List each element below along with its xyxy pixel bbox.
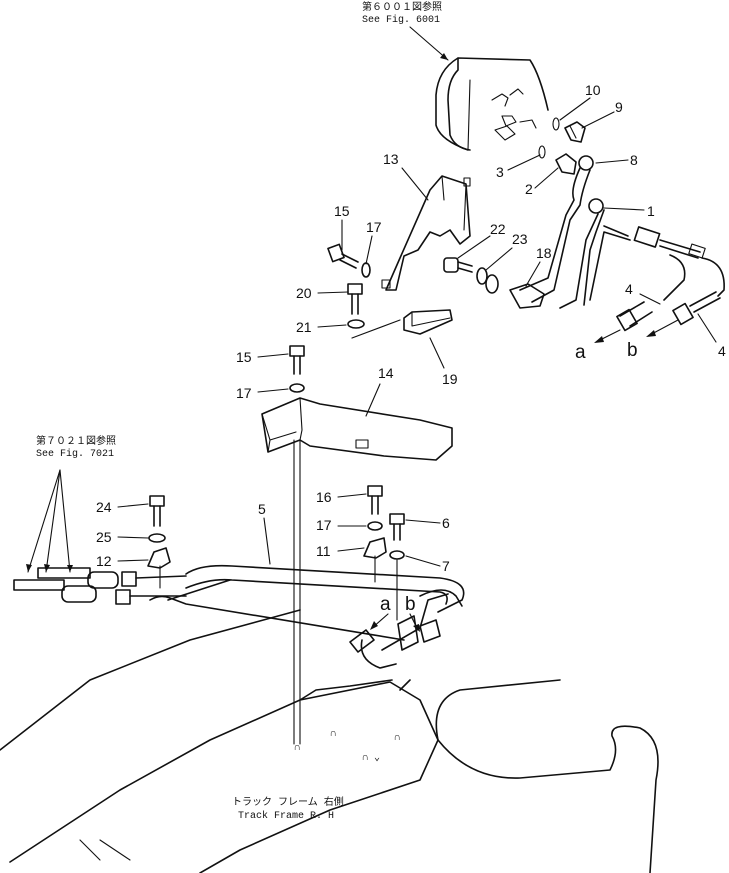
clamp-11 [363, 537, 387, 559]
leader-vertical [293, 439, 301, 745]
label-2: 2 [525, 181, 533, 197]
label-13: 13 [383, 151, 399, 167]
frame-mark-4: ∩ ⌄ [362, 753, 380, 764]
plate-19 [351, 309, 453, 339]
label-21: 21 [296, 319, 312, 335]
cover-14 [261, 397, 453, 461]
label-10: 10 [585, 82, 601, 98]
ref-fig7021-jp: 第７０２１図参照 [36, 434, 116, 448]
fitting-9-elbow [564, 121, 586, 143]
label-4-lower: 4 [718, 343, 726, 359]
washer-17-upper [361, 262, 371, 278]
clamp-12 [147, 547, 171, 569]
label-17-mid: 17 [236, 385, 252, 401]
washer-17-lower [367, 521, 383, 531]
label-12: 12 [96, 553, 112, 569]
label-3: 3 [496, 164, 504, 180]
ref-fig6001-en: See Fig. 6001 [362, 14, 440, 26]
label-15-upper: 15 [334, 203, 350, 219]
label-1: 1 [647, 203, 655, 219]
label-19: 19 [442, 371, 458, 387]
label-16: 16 [316, 489, 332, 505]
label-4-upper: 4 [625, 281, 633, 297]
arrow-a-top [594, 329, 621, 343]
clamp-18 [509, 283, 545, 309]
label-6: 6 [442, 515, 450, 531]
bolt-22 [443, 257, 473, 273]
conn-a-bottom: a [380, 594, 391, 615]
label-18: 18 [536, 245, 552, 261]
hose-4-upper [633, 226, 725, 301]
bolt-15-lower [289, 345, 305, 375]
label-17-upper: 17 [366, 219, 382, 235]
conn-a-top: a [575, 342, 586, 363]
fitting-2-elbow [555, 153, 577, 175]
fitting-3-oring [538, 145, 546, 159]
label-17-lower: 17 [316, 517, 332, 533]
bolt-20 [347, 283, 363, 315]
washer-25 [148, 533, 166, 543]
bracket-13 [381, 175, 471, 291]
arrow-b-bottom [409, 613, 420, 632]
bolt-15-upper [327, 243, 359, 269]
part-labels: 10 9 8 3 2 1 13 15 17 22 23 18 20 21 4 4… [96, 82, 726, 574]
label-15-lower: 15 [236, 349, 252, 365]
ref-arrow-7021 [26, 469, 73, 573]
label-24: 24 [96, 499, 112, 515]
label-8: 8 [630, 152, 638, 168]
conn-b-top: b [627, 340, 638, 361]
label-22: 22 [490, 221, 506, 237]
hose-left [13, 567, 187, 605]
arrow-b-top [646, 319, 679, 337]
fitting-10-oring [552, 117, 560, 131]
label-11: 11 [316, 543, 331, 559]
label-7: 7 [442, 558, 450, 574]
label-5: 5 [258, 501, 266, 517]
bolt-6 [389, 513, 405, 541]
frame-mark-1: ∩ [294, 743, 300, 754]
frame-mark-2: ∩ [330, 729, 336, 740]
fitting-8-nut [578, 155, 594, 171]
bolt-16 [367, 485, 383, 515]
ref-fig6001-jp: 第６００１図参照 [362, 0, 442, 14]
bolt-24 [149, 495, 165, 527]
label-25: 25 [96, 529, 112, 545]
washer-17-mid [289, 383, 305, 393]
washer-23 [476, 267, 499, 294]
conn-b-bottom: b [405, 594, 416, 615]
track-frame: ∩ ∩ ∩ ∩ ⌄ [0, 609, 659, 873]
ref-frame-jp: トラック フレーム 右側 [232, 795, 344, 809]
washer-21 [347, 319, 365, 329]
hose-upper [519, 167, 631, 309]
label-14: 14 [378, 365, 394, 381]
pipe-5 [149, 564, 465, 669]
ref-arrow-6001 [409, 26, 449, 61]
valve-lower [349, 589, 463, 653]
washer-7 [389, 550, 405, 560]
fitting-1-nut [588, 198, 604, 214]
frame-mark-3: ∩ [394, 733, 400, 744]
label-20: 20 [296, 285, 312, 301]
label-23: 23 [512, 231, 528, 247]
ref-fig7021-en: See Fig. 7021 [36, 448, 114, 460]
ref-frame-en: Track Frame R. H [238, 810, 334, 822]
label-9: 9 [615, 99, 623, 115]
hose-4-lower [616, 291, 721, 332]
valve-housing [435, 57, 549, 151]
arrow-a-bottom [370, 613, 389, 630]
